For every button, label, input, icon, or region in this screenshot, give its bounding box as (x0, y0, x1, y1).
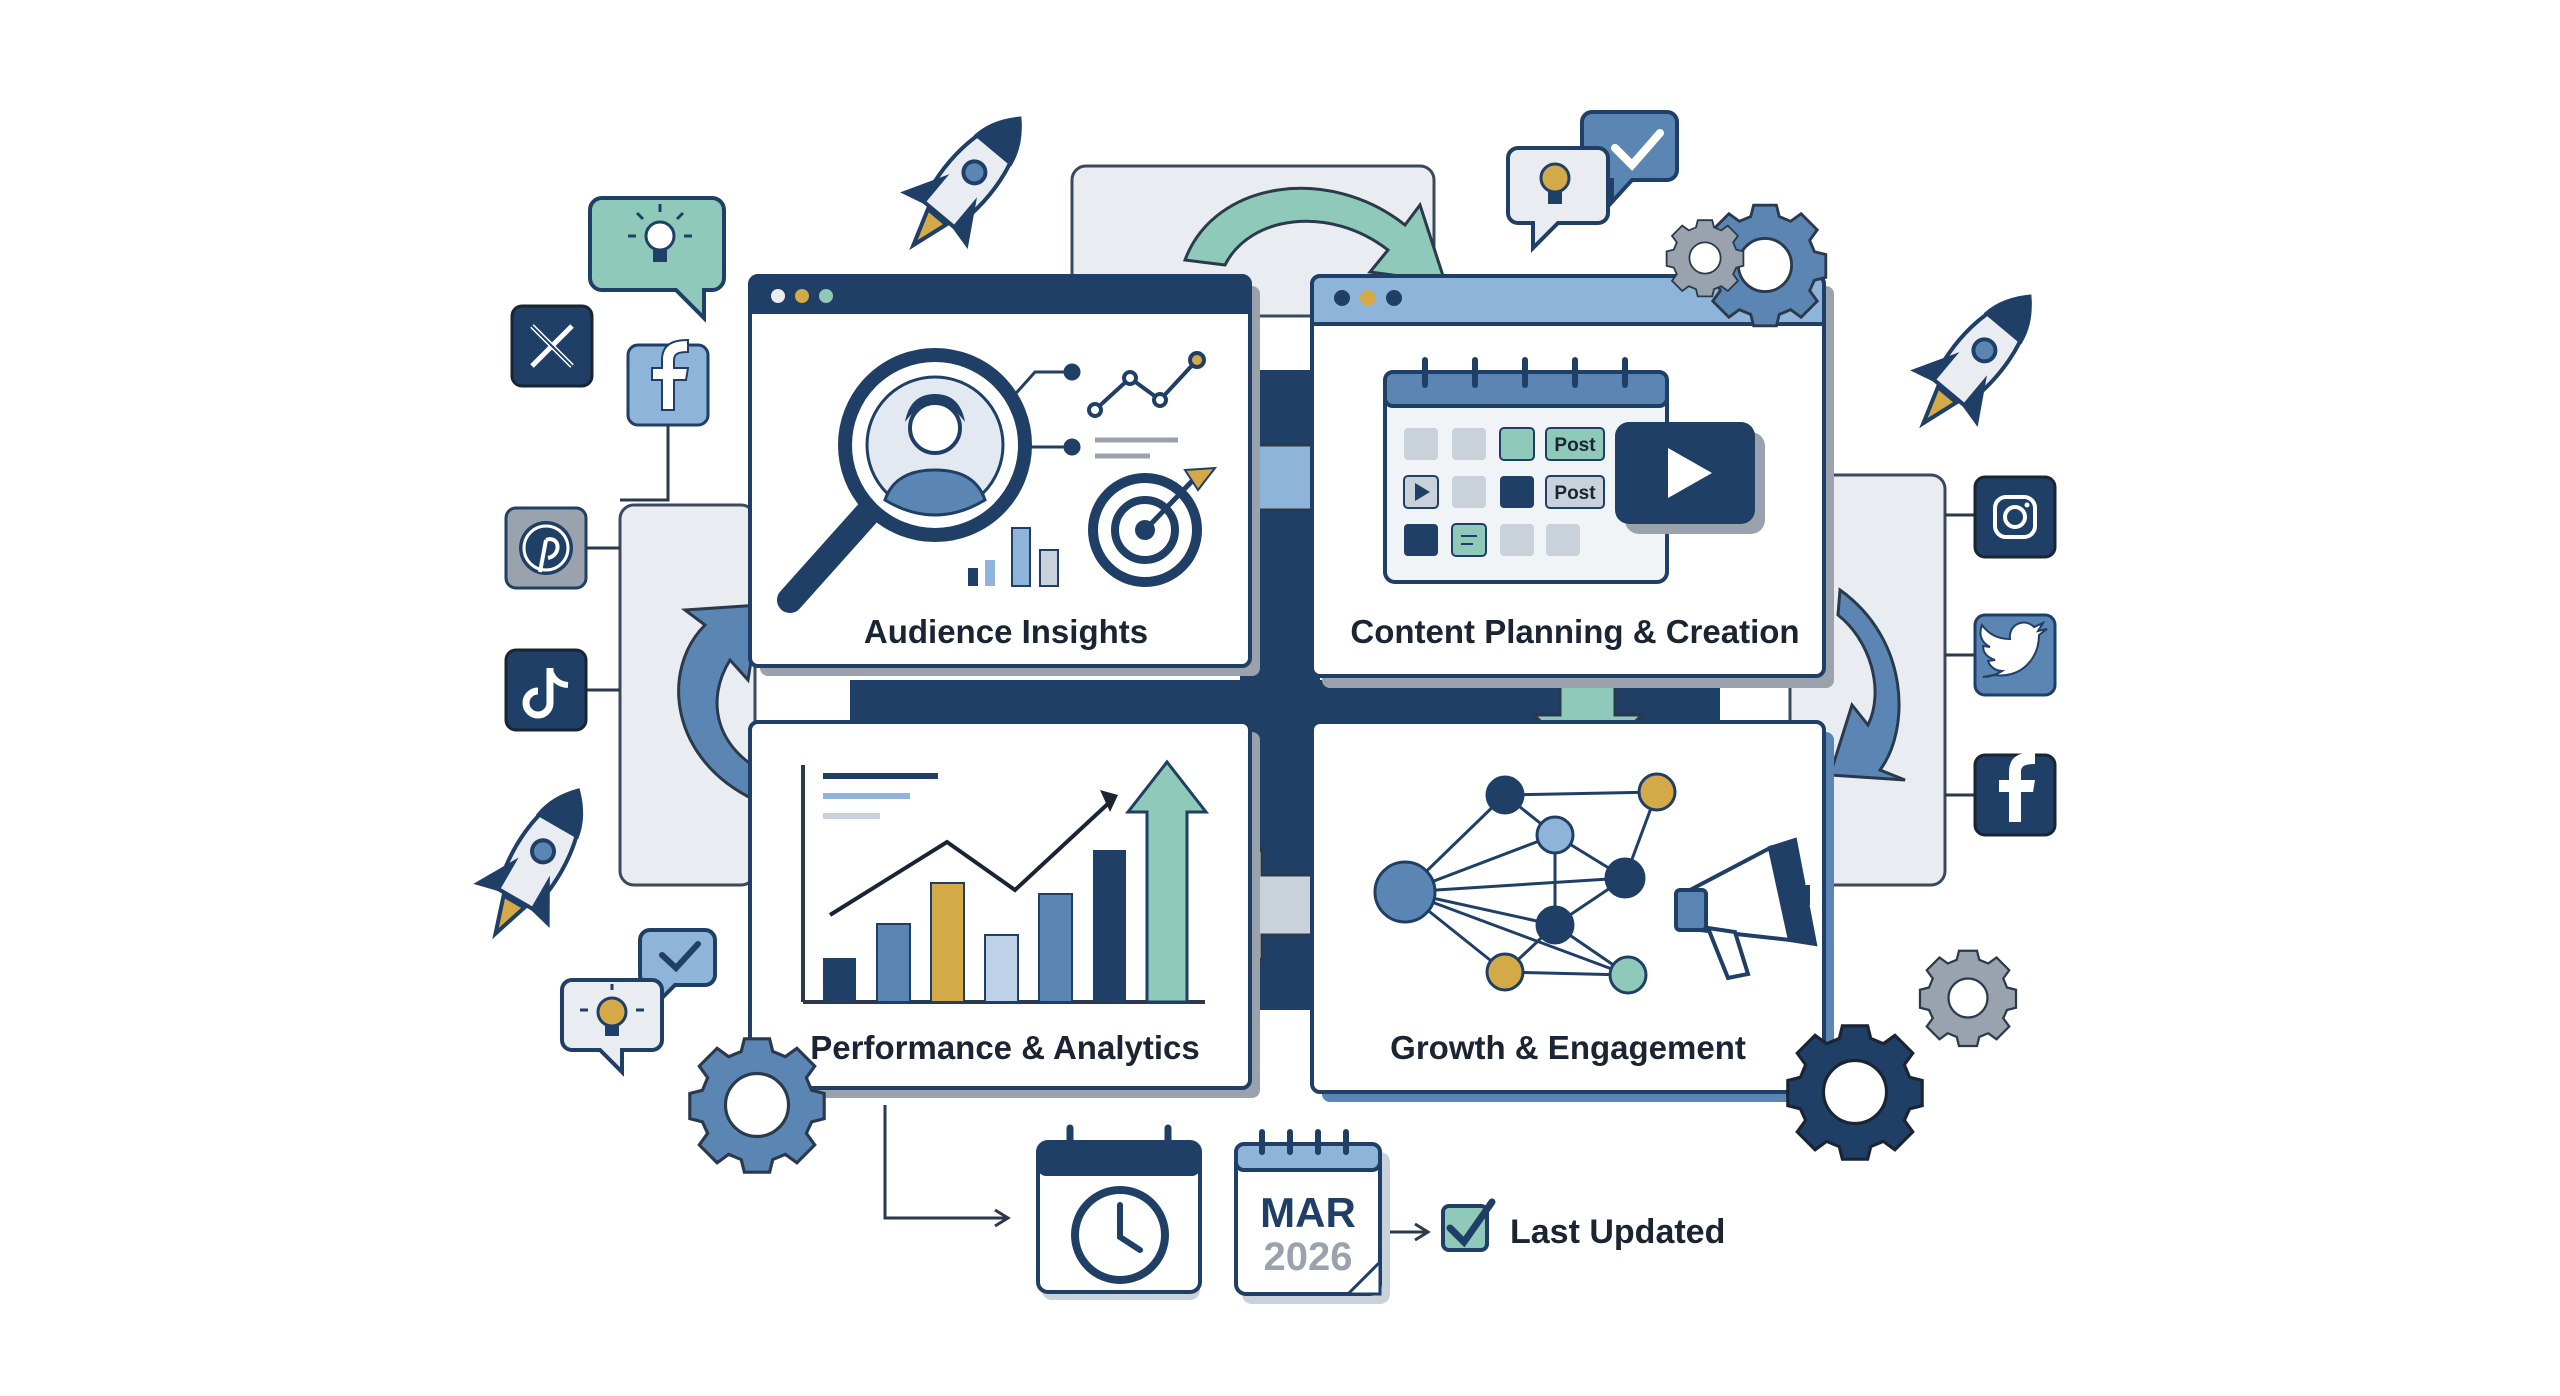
date-month: MAR (1260, 1189, 1356, 1236)
panel-title-audience: Audience Insights (864, 613, 1148, 650)
post-label-2: Post (1554, 483, 1596, 504)
facebook-icon-left[interactable] (626, 338, 710, 427)
post-label-1: Post (1554, 435, 1596, 456)
gear-icon-top-right-small (1665, 219, 1745, 298)
instagram-icon[interactable] (1973, 475, 2057, 559)
pinterest-icon[interactable] (504, 506, 588, 590)
last-updated-label: Last Updated (1510, 1213, 1725, 1251)
magnifier-user-icon (777, 348, 1032, 613)
mini-bar-chart-icon (968, 527, 1059, 587)
panel-performance-analytics: Performance & Analytics (748, 720, 1260, 1098)
panel-growth-engagement: Growth & Engagement (1310, 720, 1834, 1102)
gear-icon-bottom-right-small (1918, 949, 2018, 1048)
rocket-icon-top (900, 116, 1022, 251)
calendar-grid-icon: Post Post (1383, 357, 1669, 584)
megaphone-icon (1674, 837, 1818, 981)
chat-bubbles-icon-bottom-left (560, 928, 717, 1077)
curved-arrow-top (1182, 186, 1448, 284)
x-logo-icon[interactable] (510, 304, 594, 388)
panel-title-content: Content Planning & Creation (1350, 613, 1799, 650)
date-year: 2026 (1264, 1235, 1353, 1279)
panel-content-planning: Post Post Content Planning & Creation (1310, 274, 1834, 688)
tiktok-icon[interactable] (504, 648, 588, 732)
rocket-icon-left (473, 788, 584, 940)
analytics-chart-icon (801, 759, 1210, 1004)
twitter-bird-icon[interactable] (1973, 613, 2057, 697)
video-play-icon (1615, 422, 1765, 534)
gear-icon-bottom-right-large (1786, 1024, 1924, 1161)
panel-title-growth: Growth & Engagement (1390, 1029, 1746, 1066)
curved-arrow-left (677, 603, 773, 802)
date-calendar-icon: MAR 2026 (1234, 1129, 1390, 1304)
curved-arrow-right (1827, 587, 1906, 782)
checkbox-checked-icon (1441, 1204, 1489, 1252)
panel-audience-insights: Audience Insights (748, 274, 1260, 676)
gear-icon-bottom-left (688, 1037, 826, 1174)
connector-dots (1008, 363, 1081, 456)
clock-calendar-icon (1036, 1124, 1202, 1300)
mini-line-chart-icon (1087, 351, 1206, 418)
last-updated-status: Last Updated (1441, 1198, 1725, 1252)
target-icon (1088, 466, 1218, 587)
network-nodes-icon (1373, 772, 1677, 995)
rocket-icon-right (1910, 294, 2032, 429)
lightbulb-bubble-icon-top-left (588, 196, 726, 323)
chat-bubbles-icon-top-center (1506, 110, 1679, 253)
panel-title-performance: Performance & Analytics (810, 1029, 1199, 1066)
facebook-icon-right[interactable] (1973, 752, 2057, 837)
